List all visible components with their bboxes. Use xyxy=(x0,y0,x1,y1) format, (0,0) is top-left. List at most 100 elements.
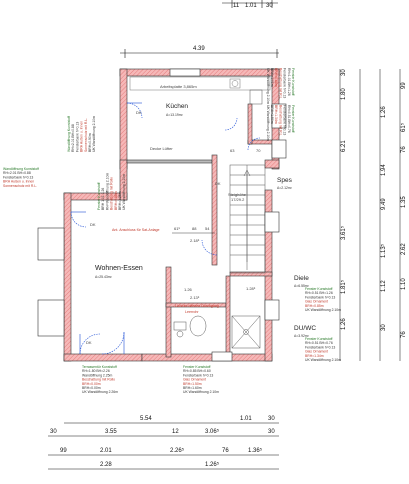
inner-dim-5: 1.26 xyxy=(184,287,193,292)
door-dk-stair: DK xyxy=(215,181,221,186)
bottom-dim-label: 3.06⁵ xyxy=(205,428,220,435)
room-hall-area: A=6.55m² xyxy=(294,284,310,288)
top-dim-30: 30 xyxy=(266,3,273,9)
stair-label: Steighöhe xyxy=(228,192,247,197)
spec-right-mid-line: Fenster Kunststoff xyxy=(291,105,295,133)
inner-dim-3: 54 xyxy=(205,226,210,231)
staircase xyxy=(229,164,266,274)
right-dimensions xyxy=(339,69,401,361)
spec-right-hall-line: RH=0.51 BH=1.26 xyxy=(305,291,333,295)
spec-bottom-mid-line: RH=0.85 BH=0.60 xyxy=(183,369,211,373)
inner-dim-4: 2.18⁵ xyxy=(190,238,200,243)
right-dim-label: 1.35 xyxy=(401,196,407,208)
bottom-dim-label: 99 xyxy=(60,448,67,454)
door-dk-terrace: DK xyxy=(86,340,92,345)
spec-right-wc-line: Glas Ornament xyxy=(305,350,328,354)
right-dim-label: 6.21 xyxy=(341,140,347,152)
right-dim-label: 1.26 xyxy=(381,106,387,118)
bottom-dim-label: 1.36⁵ xyxy=(248,447,263,454)
spec-left-1-line: Fensterbank h=0.13 xyxy=(75,122,79,152)
kitchen-worktop: Arbeitsplatte 3,865m xyxy=(129,76,271,105)
spec-right-hall-line: Fenster Kunststoff xyxy=(305,287,333,291)
spec-right-hall-line: Fensterbank h=0.13 xyxy=(305,295,335,299)
spec-right-mid-line: BRH=1.34m xyxy=(274,105,278,124)
inner-dim-1: 61⁵ xyxy=(174,226,180,231)
spec-left-2-line: Fenster Kunststoff xyxy=(97,182,101,210)
spec-right-mid-line: Fensterbank h=0.13 xyxy=(283,105,287,135)
right-dim-label: 1.12 xyxy=(381,280,387,292)
spec-right-top-line: RH=1.01 BH=1.26 xyxy=(287,68,291,96)
inner-dimensions: 61⁵ 88 54 2.18⁵ 1.26 2.13⁵ 1.28⁵ 63 70 xyxy=(172,148,261,300)
spec-left-2-line: BRH=1.26m xyxy=(118,191,122,210)
spec-bottom-mid-line: Fensterbank h=0.13 xyxy=(183,373,213,377)
stair-riser: 17/29.2 xyxy=(231,197,245,202)
right-dim-label: 30 xyxy=(341,69,347,76)
spec-right-top-line: UK Wandöffnung 2.10m xyxy=(266,68,270,104)
bottom-dim-label: 30 xyxy=(50,429,57,435)
room-kitchen-name: Küchen xyxy=(166,103,188,110)
spec-right-hall-line: UK Wandöffnung 2.10m xyxy=(305,308,341,312)
spec-left-2-line: RH=Wandöffnung 2.10m xyxy=(105,173,109,210)
right-dim-label: 76 xyxy=(401,331,407,338)
inner-dim-7: 1.28⁵ xyxy=(246,286,256,291)
top-dimensions: 11 1.01 30 4.39 xyxy=(120,0,279,58)
spec-left-1-line: BRH Außen u. Innen xyxy=(80,121,84,152)
door-labels: DK DK DK DK xyxy=(86,110,221,345)
note-tv: Ant. Anschluss für Sat-Anlage xyxy=(112,228,160,232)
inner-dim-6: 2.13⁵ xyxy=(190,295,200,300)
spec-right-top-line: Fenster Kunststoff xyxy=(291,68,295,96)
door-dk-living: DK xyxy=(90,222,96,227)
right-dim-label: 1.81⁵ xyxy=(340,279,347,294)
spec-bottom-mid-line: BRH=1.50m xyxy=(183,382,202,386)
spec-right-mid-line: BRH=1.50m xyxy=(270,105,274,124)
spec-bottom-mid-line: Fenster Kunststoff xyxy=(183,365,211,369)
spec-right-wc-line: Fenster Kunststoff xyxy=(305,337,333,341)
room-wc-area: A=3.92m² xyxy=(294,334,310,338)
spec-bottom-mid-line: BRH=1.60m xyxy=(183,386,202,390)
windows xyxy=(37,68,287,362)
inner-dim-8: 63 xyxy=(230,148,235,153)
right-dim-label: 99 xyxy=(401,82,407,89)
spec-right-wc-line: UK Wandöffnung 2.10m xyxy=(305,358,341,362)
note-hall: Licht im offenen Durchgang xyxy=(175,304,219,308)
doors xyxy=(70,102,261,355)
spec-bottom-left-line: BRH=0.00m xyxy=(82,386,101,390)
bottom-dim-label: 30 xyxy=(268,429,275,435)
bottom-dim-label: 1.01 xyxy=(240,416,252,422)
spec-right-hall-line: BRH=0.85m xyxy=(305,304,324,308)
spec-right-mid-line: RH=0.51 BH=0.76 xyxy=(287,105,291,133)
room-living-name: Wohnen-Essen xyxy=(95,265,143,272)
top-dim-101: 1.01 xyxy=(245,3,257,9)
room-pantry-name: Spes xyxy=(277,177,293,184)
spec-left-3-line: Fensterbank h=0.13 xyxy=(3,175,33,179)
spec-bottom-left-line: RH=1.80 BH=2.26 xyxy=(82,369,110,373)
worktop-label: Arbeitsplatte 3,865m xyxy=(160,84,197,89)
spec-right-top-line: Fensterbank h=0.13 xyxy=(283,68,287,98)
right-dim-label: 76 xyxy=(401,146,407,153)
spec-bottom-mid-line: UK Wandöffnung 2.10m xyxy=(183,390,219,394)
right-dim-label: 1.10 xyxy=(401,278,407,290)
right-dim-label: 30 xyxy=(381,324,387,331)
spec-bottom-mid-line: Glas Ornament xyxy=(183,378,206,382)
spec-bottom-left-line: Terrassentür Kunststoff xyxy=(82,365,117,369)
inner-dim-2: 88 xyxy=(192,226,197,231)
spec-bottom-left-line: Beschattung mit Rollo xyxy=(82,378,115,382)
right-dim-label: 9.49 xyxy=(381,198,387,210)
room-hall-name: Diele xyxy=(294,275,309,282)
spec-left-1-line: UK Wandöffnung 2.10m xyxy=(92,116,96,152)
spec-left-2-line: BRH=0.88m xyxy=(114,191,118,210)
spec-right-wc-line: RH=0.51 BH=0.76 xyxy=(305,341,333,345)
spec-right-top-line: BRH=1.01m xyxy=(270,68,274,87)
spec-left-3-line: Sonnenschutz mit R.L. xyxy=(3,184,37,188)
spec-bottom-left-line: Wandöffnung 2.25m xyxy=(82,373,113,377)
